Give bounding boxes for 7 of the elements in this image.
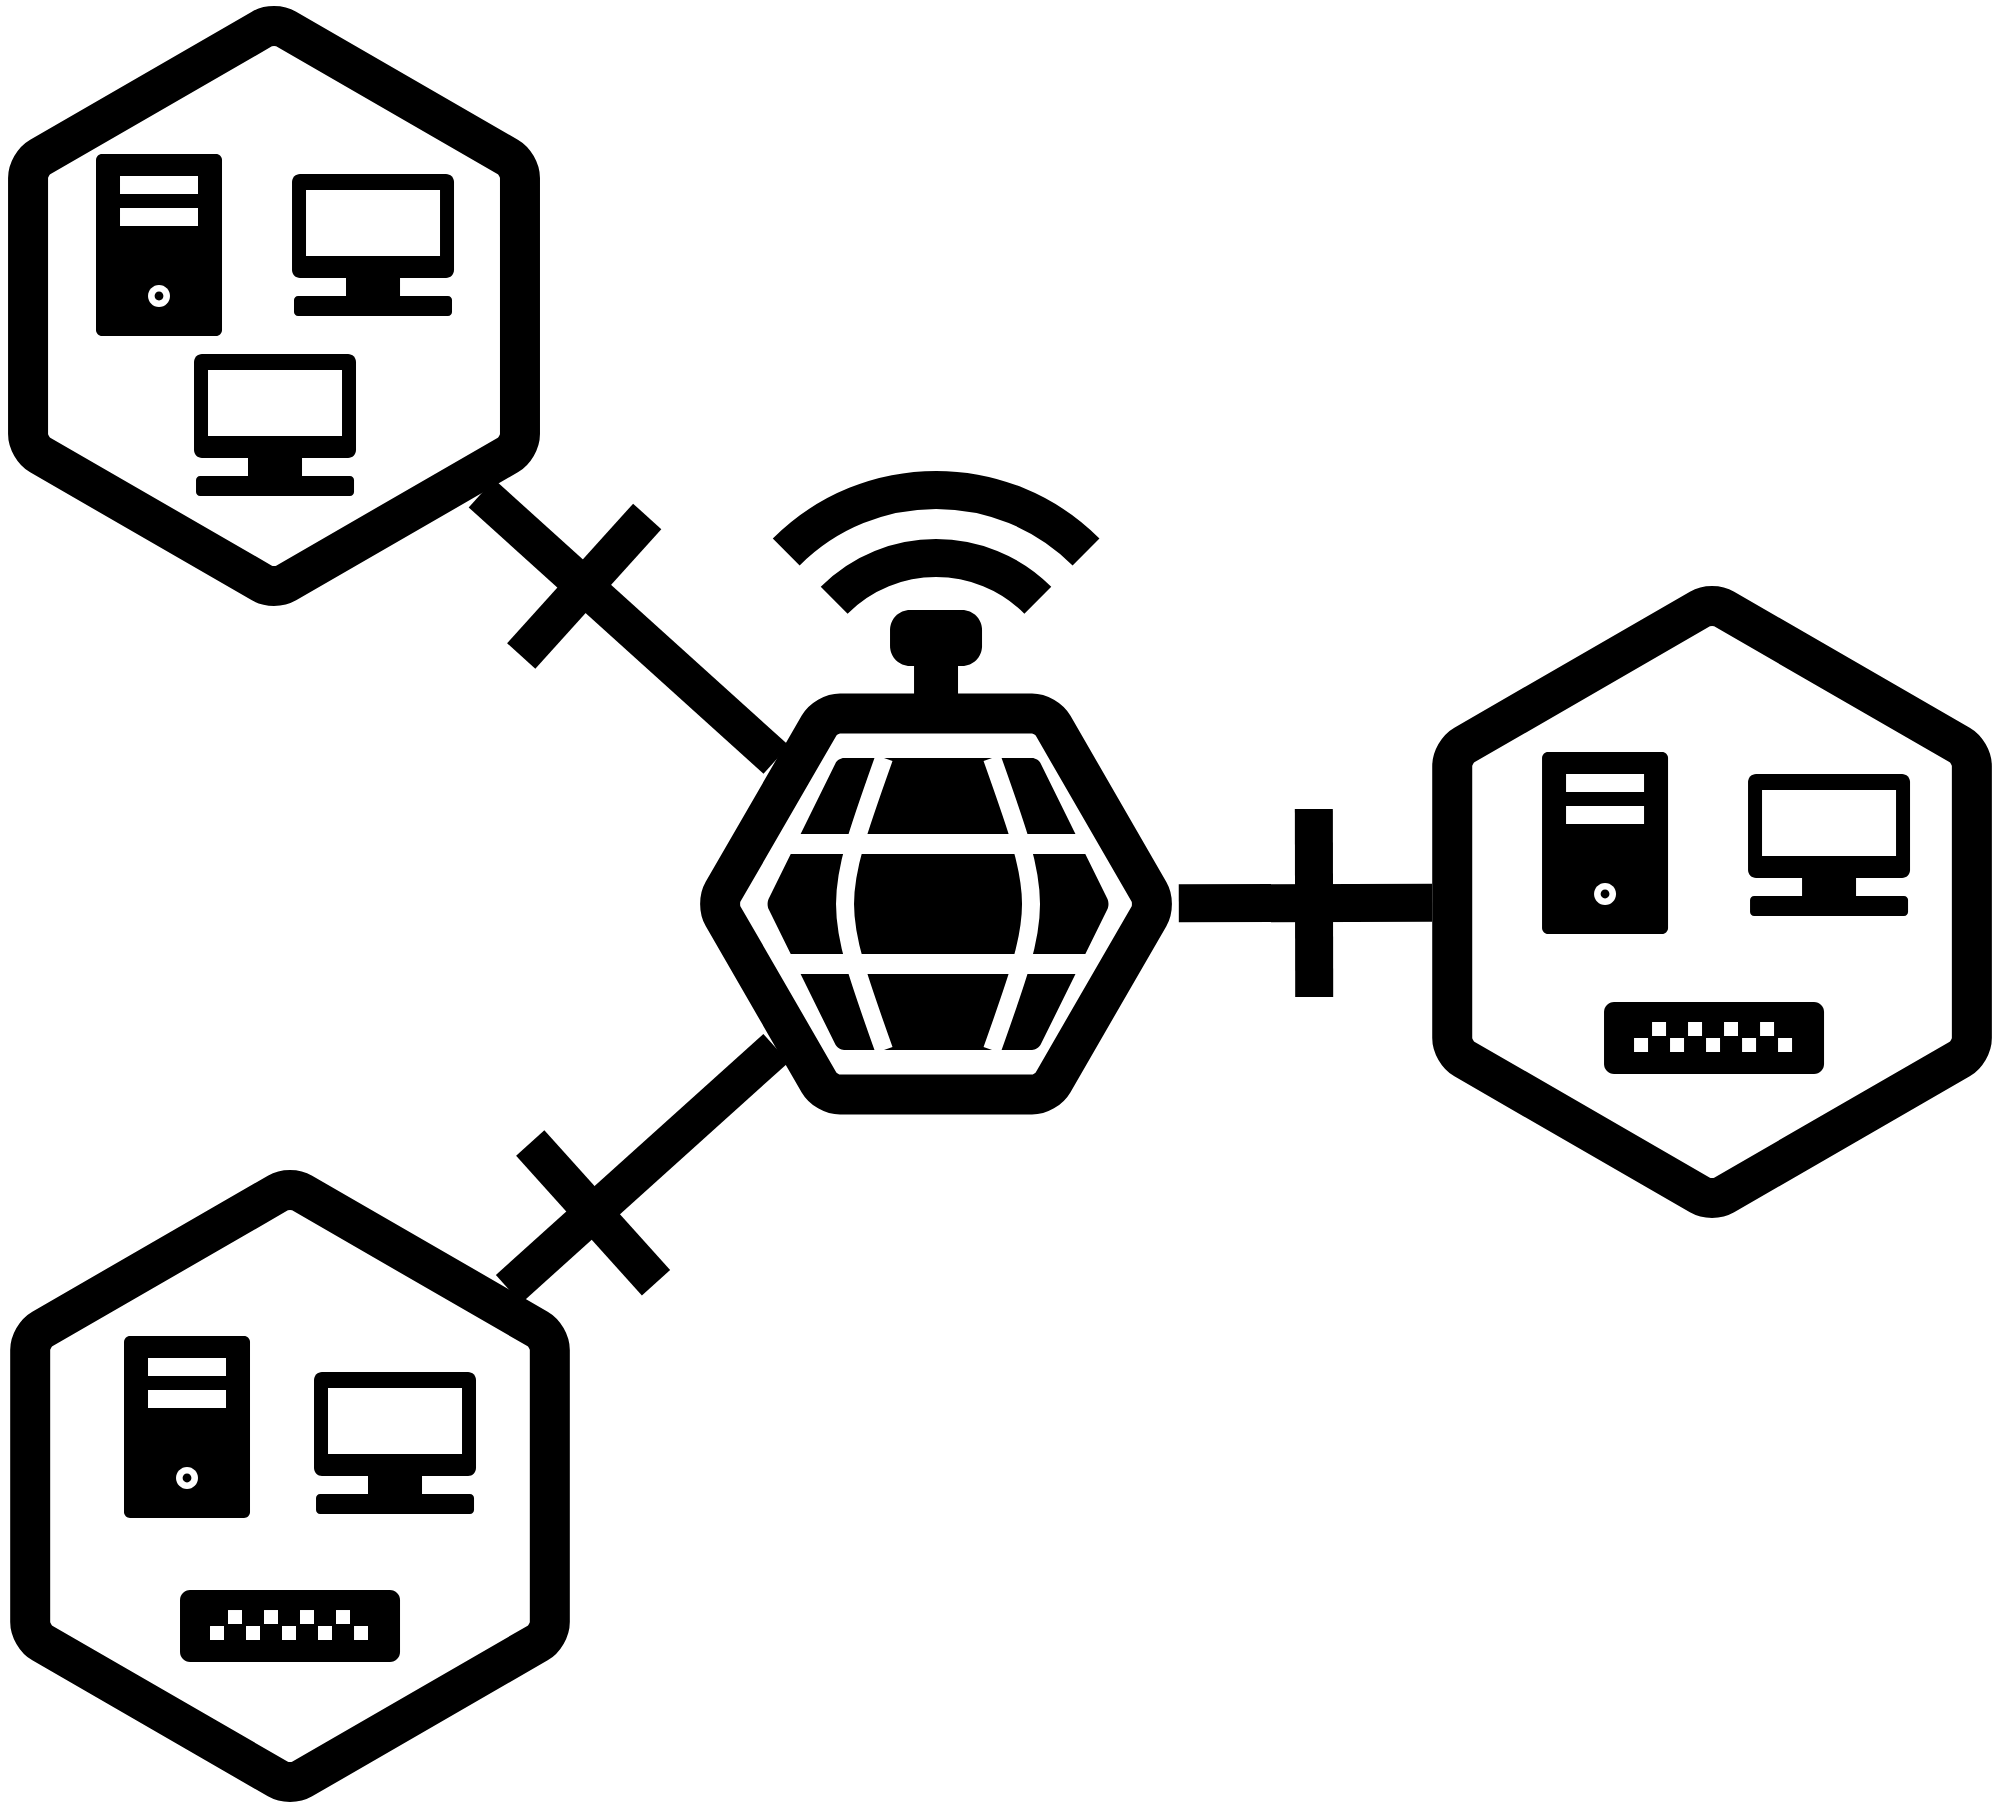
connector-line	[468, 479, 789, 774]
connector-line	[1178, 883, 1433, 923]
hexagon	[8, 6, 540, 606]
connector-line	[495, 1033, 789, 1304]
hexagon	[1432, 586, 1992, 1218]
hexagon	[10, 1170, 570, 1802]
hexagon	[700, 693, 1172, 1115]
